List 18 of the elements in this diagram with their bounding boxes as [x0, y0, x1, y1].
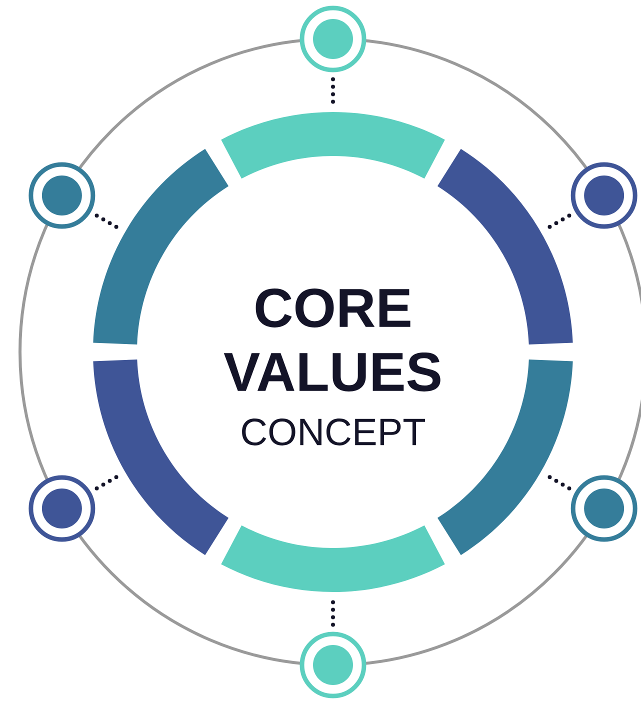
- node-circle: [28, 475, 96, 542]
- ring-segment: [437, 148, 573, 344]
- dotted-line: [546, 474, 572, 490]
- title: CORE VALUES: [224, 288, 440, 392]
- ring-segment: [93, 148, 229, 344]
- dotted-line: [94, 214, 120, 230]
- node-circle: [28, 162, 96, 229]
- node-circle: [570, 475, 638, 542]
- dotted-line: [546, 214, 572, 230]
- dotted-line: [331, 77, 335, 105]
- ring-segment: [221, 525, 445, 592]
- node-circle: [300, 632, 366, 698]
- node-circle: [300, 6, 366, 72]
- node-circle: [570, 162, 638, 229]
- ring-segment: [221, 112, 445, 179]
- subtitle: CONCEPT: [242, 418, 425, 446]
- dotted-line: [331, 599, 335, 627]
- dotted-line: [94, 474, 120, 490]
